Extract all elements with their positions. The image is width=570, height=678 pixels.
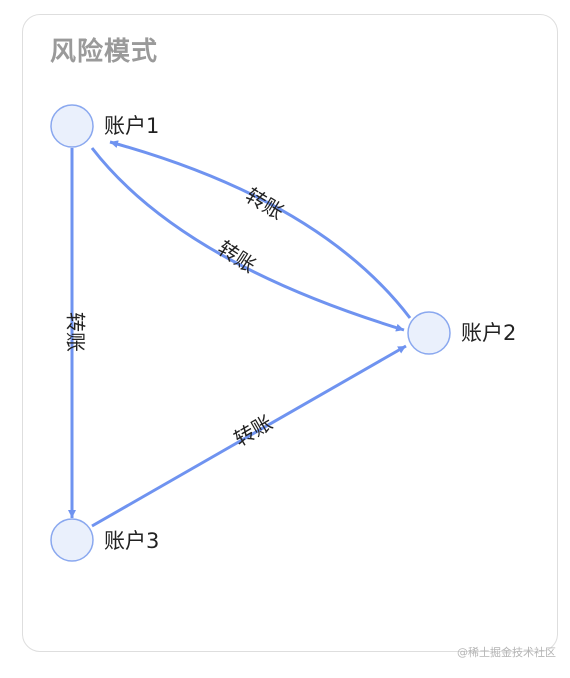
edge-n1-to-n2[interactable] bbox=[90, 147, 405, 332]
edge-label-n3-to-n2: 转账 bbox=[230, 410, 277, 451]
edge-label-n1-to-n3: 转账 bbox=[64, 312, 88, 352]
edge-label-n2-to-n1: 转账 bbox=[241, 183, 288, 224]
edge-n3-to-n2[interactable] bbox=[91, 344, 407, 528]
watermark: @稀土掘金技术社区 bbox=[457, 646, 556, 659]
card-title: 风险模式 bbox=[50, 37, 159, 67]
node-label-account-2: 账户2 bbox=[461, 321, 516, 345]
edge-n2-to-n1[interactable] bbox=[109, 140, 412, 319]
node-label-account-3: 账户3 bbox=[104, 529, 159, 553]
node-account-2[interactable] bbox=[407, 311, 451, 355]
node-label-account-1: 账户1 bbox=[104, 114, 159, 138]
risk-pattern-card bbox=[22, 14, 558, 652]
node-account-3[interactable] bbox=[50, 518, 94, 562]
node-account-1[interactable] bbox=[50, 104, 94, 148]
